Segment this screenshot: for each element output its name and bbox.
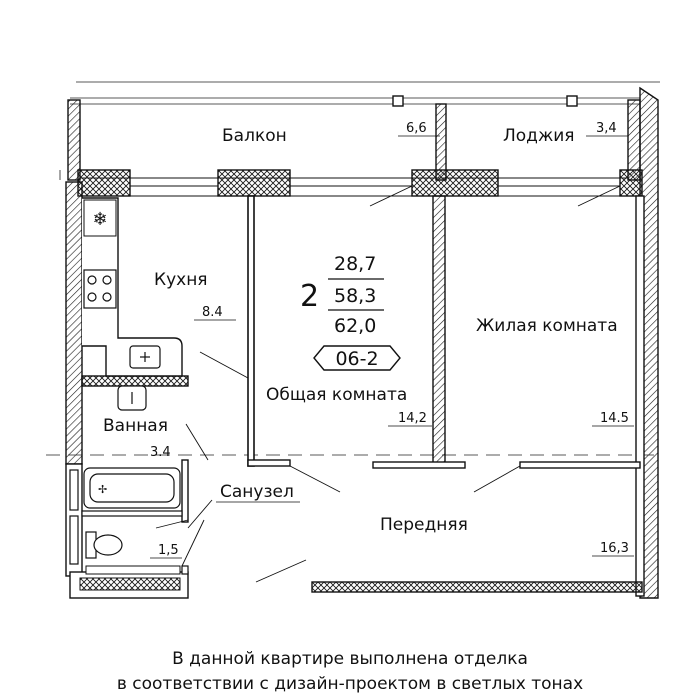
kitchen-area: 8.4 (202, 305, 223, 320)
kitchen-sink-icon (129, 345, 161, 369)
snowflake-icon: ❄ (92, 209, 107, 230)
south-wall-inner (79, 577, 181, 591)
window-band (80, 177, 628, 197)
partition-bedroom-right (635, 195, 645, 597)
apartment-code: 06-2 (335, 348, 378, 370)
bath-partition-right (181, 459, 189, 523)
axis-lines (46, 81, 660, 456)
bathroom-label: Ванная (103, 416, 168, 436)
bath-partition-top (81, 375, 189, 387)
partition-kitchen-living (247, 195, 255, 467)
rail-marker (392, 95, 404, 107)
stove-icon (83, 269, 117, 309)
wall-stub (247, 459, 291, 467)
toilet-area: 1,5 (158, 543, 179, 558)
balcony-loggia-divider (435, 103, 447, 181)
kitchen-label: Кухня (154, 270, 208, 290)
rail-marker (566, 95, 578, 107)
living-label: Жилая комната (476, 316, 618, 336)
rooms-count: 2 (300, 279, 319, 314)
facade-pier (217, 169, 291, 197)
apartment-code-badge (313, 345, 401, 371)
living-area: 14.5 (600, 411, 629, 426)
balcony-wall-left (67, 99, 81, 181)
wall-stub (372, 461, 466, 469)
door-swings (155, 185, 621, 583)
loggia-area: 3,4 (596, 121, 617, 136)
balcony-label: Балкон (222, 126, 287, 146)
area-total-value: 58,3 (334, 285, 376, 307)
caption-line-2: в соответствии с дизайн-проектом в светл… (116, 674, 584, 694)
loggia-wall-right (627, 99, 641, 181)
toilet-label: Санузел (220, 482, 294, 502)
living-main-area: 14,2 (398, 411, 427, 426)
bathtub-icon: ✢ (83, 467, 181, 509)
floor-plan: ❄ ✢ Балкон 6,6 Ло (46, 81, 660, 599)
living-main-label: Общая комната (266, 385, 407, 405)
facade-pier (411, 169, 499, 197)
kitchen-counter (82, 197, 183, 377)
bath-wc-partition (81, 510, 183, 517)
partition-living-bedroom (432, 195, 446, 465)
facade-pier (619, 169, 643, 197)
loggia-label: Лоджия (503, 126, 575, 146)
caption-line-1: В данной квартире выполнена отделка (172, 649, 528, 669)
hall-label: Передняя (380, 515, 468, 535)
south-wall (311, 581, 643, 593)
svg-text:✢: ✢ (98, 483, 107, 496)
bathroom-area: 3.4 (150, 445, 171, 460)
washbasin-icon (117, 385, 147, 411)
facade-pier (77, 169, 131, 197)
area-living-value: 28,7 (334, 253, 376, 275)
balcony-area: 6,6 (406, 121, 427, 136)
fridge (83, 199, 117, 237)
wall-openings (69, 469, 79, 565)
wall-stub (519, 461, 641, 469)
hall-area: 16,3 (600, 541, 629, 556)
outer-wall-left (65, 181, 83, 465)
wc-shelf-icon (85, 565, 181, 575)
wc-partition-right (181, 565, 189, 575)
area-full-value: 62,0 (334, 315, 376, 337)
toilet-icon (85, 531, 123, 559)
